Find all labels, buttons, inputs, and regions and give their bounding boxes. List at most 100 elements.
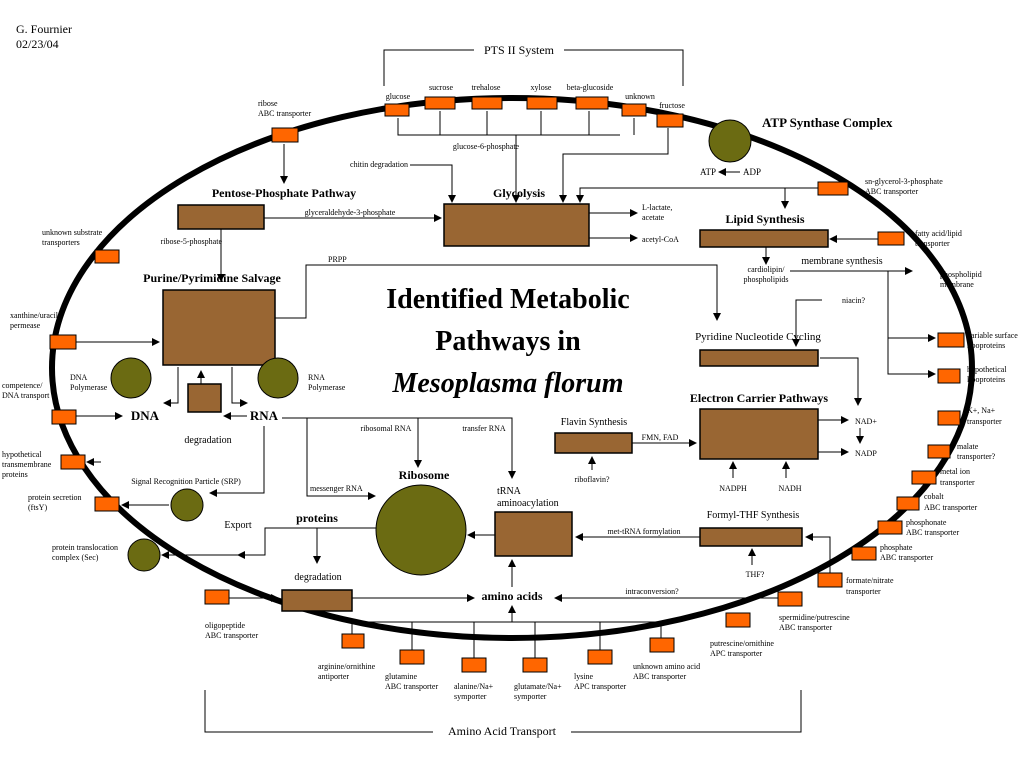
interconversion-label: intraconversion? xyxy=(625,587,679,596)
amino-transport-label-bg xyxy=(433,724,571,740)
hypothetical-tm-label-1: hypothetical xyxy=(2,450,42,459)
translocation-label-2: complex (Sec) xyxy=(52,553,99,562)
phosphonate-transporter xyxy=(877,520,903,535)
glutamine-label-2: ABC transporter xyxy=(385,682,438,691)
title-line-2: Pathways in xyxy=(435,326,581,357)
hypothetical-lipoprotein-transporter xyxy=(937,368,961,384)
lipid-synthesis-box xyxy=(699,229,829,248)
beta-glucoside-label: beta-glucoside xyxy=(567,83,614,92)
dna-node: DNA xyxy=(131,408,160,423)
k-na-transporter xyxy=(937,410,961,426)
electron-heading: Electron Carrier Pathways xyxy=(690,391,829,405)
fatty-acid-label-1: fatty acid/lipid xyxy=(915,229,962,238)
cardiolipin-label-2: phospholipids xyxy=(744,275,789,284)
arginine-label-1: arginine/ornithine xyxy=(318,662,376,671)
glycerol-to-glycolysis-arrow xyxy=(576,187,818,203)
glucose-6-phosphate-label: glucose-6-phosphate xyxy=(453,142,520,151)
phosphate-label-2: ABC transporter xyxy=(880,553,933,562)
export-label: Export xyxy=(224,520,251,531)
trehalose-transporter xyxy=(471,96,503,110)
putrescine-label-1: putrescine/ornithine xyxy=(710,639,774,648)
cobalt-label-1: cobalt xyxy=(924,492,944,501)
lysine-label-2: APC transporter xyxy=(574,682,627,691)
malate-label-2: transporter? xyxy=(957,452,996,461)
electron-carrier-box xyxy=(699,408,819,460)
ribose-abc-transporter xyxy=(271,127,299,143)
protein-degradation-label: degradation xyxy=(294,572,341,583)
formyl-thf-heading: Formyl-THF Synthesis xyxy=(707,510,800,521)
trna-label-2: aminoacylation xyxy=(497,498,559,509)
fatty-acid-label-2: transporter xyxy=(915,239,950,248)
glycerol-label-1: sn-glycerol-3-phosphate xyxy=(865,177,943,186)
glucose-transporter xyxy=(384,103,410,117)
xanthine-permease xyxy=(49,334,77,350)
flavin-box xyxy=(554,432,633,454)
malate-label-1: malate xyxy=(957,442,979,451)
protein-secretion-transporter xyxy=(94,496,120,512)
glutamine-label-1: glutamine xyxy=(385,672,417,681)
amino-transport-heading: Amino Acid Transport xyxy=(448,724,557,738)
spermidine-label-1: spermidine/putrescine xyxy=(779,613,850,622)
trna-label-1: tRNA xyxy=(497,486,522,497)
lysine-label-1: lysine xyxy=(574,672,594,681)
niacin-label: niacin? xyxy=(842,296,866,305)
trehalose-label: trehalose xyxy=(472,83,501,92)
metal-label-2: transporter xyxy=(940,478,975,487)
nadp-label: NADP xyxy=(855,449,877,458)
putrescine-label-2: APC transporter xyxy=(710,649,763,658)
alanine-label-2: symporter xyxy=(454,692,487,701)
unknown-aa-label-2: ABC transporter xyxy=(633,672,686,681)
hypothetical-tm-label-2: transmembrane xyxy=(2,460,52,469)
ribosome-heading: Ribosome xyxy=(399,468,450,482)
glycolysis-box xyxy=(443,203,590,247)
acetyl-coa-label: acetyl-CoA xyxy=(642,235,679,244)
dna-polymerase-label-2: Polymerase xyxy=(70,383,108,392)
atp-synthase-circle xyxy=(708,119,752,163)
cell-membrane xyxy=(49,95,975,641)
protein-degradation-box xyxy=(281,589,353,612)
author-text: G. Fournier xyxy=(16,22,72,36)
alanine-symporter xyxy=(461,657,487,673)
sucrose-transporter xyxy=(424,96,456,110)
nad-plus-label: NAD+ xyxy=(855,417,877,426)
hypothetical-tm-label-3: proteins xyxy=(2,470,28,479)
formate-transporter xyxy=(817,572,843,588)
lipoprotein-branch xyxy=(887,271,934,375)
secretion-label-1: protein secretion xyxy=(28,493,82,502)
phospholipid-membrane-label-1: phospholipid xyxy=(940,270,982,279)
oligopeptide-transporter xyxy=(204,589,230,605)
unknown-substrate-label-2: transporters xyxy=(42,238,80,247)
pentose-heading: Pentose-Phosphate Pathway xyxy=(212,186,356,200)
oligopeptide-label-1: oligopeptide xyxy=(205,621,245,630)
glutamate-label-2: symporter xyxy=(514,692,547,701)
arginine-antiporter xyxy=(341,633,365,649)
membrane-synthesis-label: membrane synthesis xyxy=(801,256,882,267)
competence-transporter xyxy=(51,409,77,425)
purine-heading: Purine/Pyrimidine Salvage xyxy=(143,271,281,285)
glycerol-transporter xyxy=(817,181,849,196)
oligopeptide-label-2: ABC transporter xyxy=(205,631,258,640)
putrescine-transporter xyxy=(725,612,751,628)
beta-glucoside-transporter xyxy=(575,96,609,110)
competence-label-2: DNA transport xyxy=(2,391,50,400)
xanthine-label-1: xanthine/uracil xyxy=(10,311,59,320)
rna-to-trna-arrow xyxy=(282,417,516,479)
title-organism: Mesoplasma florum xyxy=(391,368,623,399)
cobalt-transporter xyxy=(896,496,920,511)
proteins-export-arrow xyxy=(237,527,376,559)
riboflavin-label: riboflavin? xyxy=(574,475,610,484)
chitin-arrow xyxy=(410,164,456,203)
unknown-substrate-transporter xyxy=(94,249,120,264)
xanthine-label-2: permease xyxy=(10,321,41,330)
formate-label-1: formate/nitrate xyxy=(846,576,894,585)
date-text: 02/23/04 xyxy=(16,37,59,51)
unknown-substrate-label-1: unknown substrate xyxy=(42,228,103,237)
spermidine-transporter xyxy=(777,591,803,607)
glutamine-transporter xyxy=(399,649,425,665)
transfer-rna-label: transfer RNA xyxy=(462,424,506,433)
hypothetical-tm-transporter xyxy=(60,454,86,470)
messenger-rna-arrow xyxy=(306,418,376,500)
hypothetical-lp-label-1: hypothetical xyxy=(967,365,1007,374)
purine-salvage-box xyxy=(162,289,276,366)
